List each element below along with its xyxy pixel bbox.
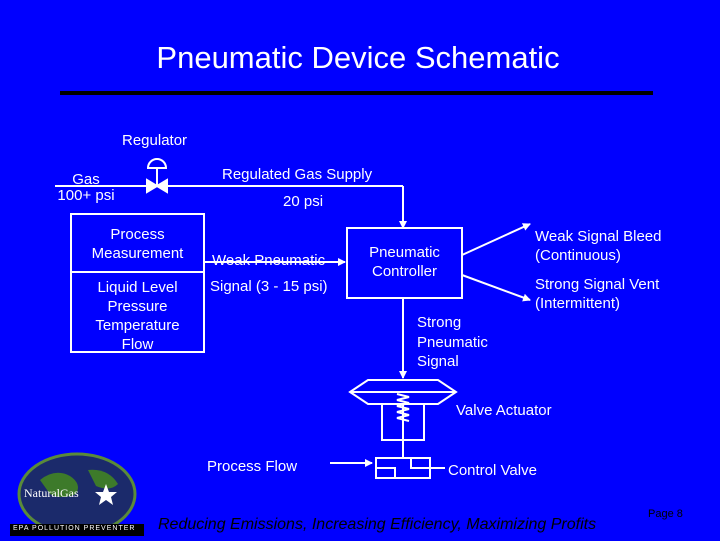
weak-signal-label-1: Weak Pneumatic xyxy=(212,252,326,269)
control-valve-label: Control Valve xyxy=(448,462,537,479)
regulator-valve-right xyxy=(155,178,168,194)
regulator-valve-left xyxy=(146,178,159,194)
logo-text: NaturalGas xyxy=(24,486,79,500)
weak-signal-label-2: Signal (3 - 15 psi) xyxy=(210,278,328,295)
controller-label-2: Controller xyxy=(371,263,438,280)
strong-signal-label-3: Signal xyxy=(417,353,459,370)
process-box-divider xyxy=(72,271,203,273)
valve-internal-path xyxy=(376,458,430,478)
gas-label: Gas xyxy=(72,171,100,188)
regulator-label: Regulator xyxy=(122,132,188,149)
bleed-label-1: Weak Signal Bleed xyxy=(535,228,662,245)
controller-label-1: Pneumatic xyxy=(369,244,440,261)
logo-subtext: EPA POLLUTION PREVENTER xyxy=(13,525,136,532)
process-heading-line2: Measurement xyxy=(91,245,184,262)
vent-label-2: (Intermittent) xyxy=(535,295,621,312)
gas-pressure-label: 100+ psi xyxy=(57,187,115,204)
process-item: Temperature xyxy=(95,317,180,334)
vent-label-1: Strong Signal Vent xyxy=(535,276,660,293)
process-flow-label: Process Flow xyxy=(207,458,298,475)
regulated-supply-label: Regulated Gas Supply xyxy=(222,166,373,183)
valve-actuator-label: Valve Actuator xyxy=(456,402,552,419)
bleed-arrow xyxy=(461,223,531,256)
page-number: Page 8 xyxy=(648,508,683,520)
title-underline xyxy=(60,91,653,95)
regulator-dome xyxy=(146,158,168,169)
supply-pressure-label: 20 psi xyxy=(283,193,324,210)
globe-icon xyxy=(10,452,144,536)
footer-tagline: Reducing Emissions, Increasing Efficienc… xyxy=(158,516,597,533)
process-item: Flow xyxy=(121,336,154,353)
strong-signal-label-1: Strong xyxy=(417,314,462,331)
naturalgas-logo: NaturalGas EPA POLLUTION PREVENTER xyxy=(10,450,144,536)
vent-arrow xyxy=(461,274,531,302)
process-heading-line1: Process xyxy=(110,226,165,243)
pneumatic-controller-box xyxy=(346,227,463,299)
bleed-label-2: (Continuous) xyxy=(535,247,621,264)
strong-signal-label-2: Pneumatic xyxy=(417,334,488,351)
slide-title: Pneumatic Device Schematic xyxy=(156,40,560,75)
process-item: Liquid Level xyxy=(97,279,178,296)
process-item: Pressure xyxy=(107,298,168,315)
process-measurement-box: Process Measurement Liquid Level Pressur… xyxy=(70,213,205,353)
